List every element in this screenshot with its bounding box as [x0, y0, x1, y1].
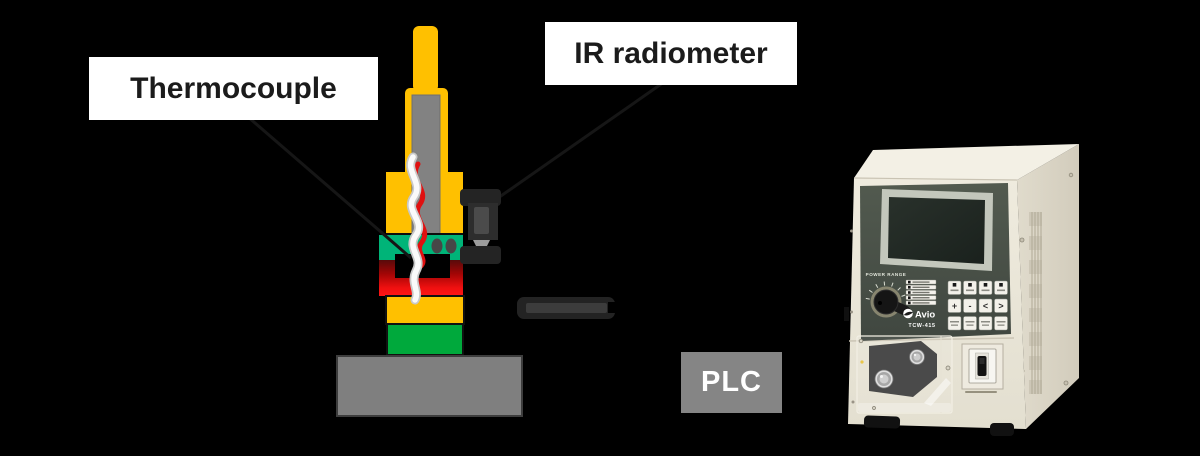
- bar-notch: [608, 302, 615, 313]
- plc-box: PLC: [681, 352, 782, 413]
- power-range-knob: [873, 289, 899, 315]
- power-range-label: POWER RANGE: [866, 272, 907, 277]
- sensor-top-clamp: [460, 189, 501, 206]
- wire-white: [408, 154, 422, 303]
- thermocouple-wire: [406, 152, 427, 305]
- device-top-face: [854, 144, 1079, 180]
- green-block: [386, 323, 464, 356]
- side-vents: [1029, 212, 1042, 394]
- screen-display: [888, 197, 985, 264]
- terminal-upper: [909, 349, 925, 365]
- clamp-hole: [445, 238, 457, 254]
- ir-sensor: [460, 189, 501, 264]
- keypad: + - < >: [947, 280, 1008, 331]
- indicator-led: [860, 360, 864, 364]
- sensor-bottom-clamp: [460, 246, 501, 264]
- led-status-labels: [905, 279, 937, 305]
- welder-device: POWER RANGE: [844, 144, 1079, 436]
- head-top-rod: [413, 26, 438, 92]
- device-foot: [990, 423, 1014, 436]
- ir-leader-line: [497, 78, 668, 200]
- breaker-toggle-notch: [979, 358, 985, 364]
- thermocouple-leader-line: [239, 108, 412, 260]
- knob-ticks: [865, 281, 906, 300]
- front-seam: [848, 337, 1015, 342]
- device-side-face: [1017, 144, 1079, 429]
- key-left: <: [983, 301, 988, 311]
- connector-bar: [517, 297, 615, 319]
- front-top-edge: [853, 177, 1018, 181]
- acrylic-cover: [856, 335, 953, 414]
- model-text: TCW-415: [908, 323, 935, 329]
- front-screws: [850, 229, 855, 404]
- base-plate: [336, 355, 523, 417]
- knob-hole: [878, 301, 882, 305]
- brand-logo: Avio: [903, 308, 935, 321]
- yellow-block: [385, 295, 465, 325]
- breaker-switch: [961, 343, 1004, 393]
- front-edge-notch: [844, 307, 849, 321]
- key-plus: +: [952, 301, 957, 311]
- device-foot: [863, 415, 901, 429]
- brand-text: Avio: [915, 310, 935, 321]
- key-minus: -: [969, 301, 972, 311]
- sensor-barrel: [474, 207, 489, 234]
- bar-inner: [526, 303, 607, 313]
- clamp-hole: [431, 238, 443, 254]
- terminal-lower: [874, 369, 894, 389]
- thermocouple-label: Thermocouple: [89, 57, 378, 120]
- ir-radiometer-label: IR radiometer: [545, 22, 797, 85]
- cover-corner-glint: [924, 378, 951, 406]
- cover-bottom-glint: [858, 403, 951, 412]
- terminal-block: [856, 335, 953, 414]
- breaker-caption: [965, 391, 997, 393]
- cover-screws: [858, 338, 951, 410]
- key-right: >: [998, 301, 1003, 311]
- brand-logo-leaf: [903, 311, 913, 316]
